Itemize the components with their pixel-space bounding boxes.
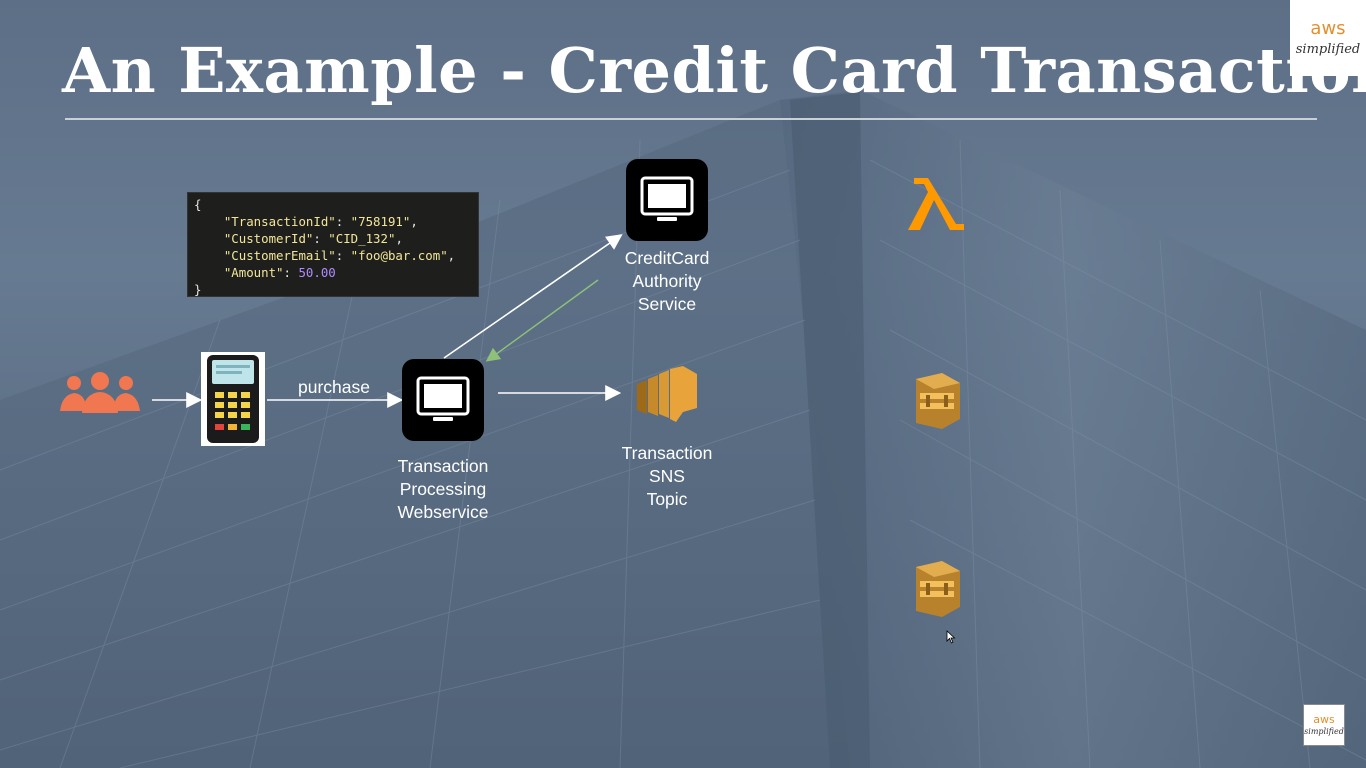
page-title: An Example - Credit Card Transactions <box>62 34 1366 107</box>
users-icon <box>60 372 140 413</box>
code-line-customer-email: "CustomerEmail": "foo@bar.com", <box>223 248 456 263</box>
code-line-amount: "Amount": 50.00 <box>223 265 336 280</box>
sns-label: Transaction SNS Topic <box>621 443 713 509</box>
sqs-queue-icon <box>916 373 960 429</box>
authority-label: CreditCard Authority Service <box>624 248 710 314</box>
logo-tagline: simplified <box>1295 42 1361 57</box>
logo-brand: aws <box>1310 18 1346 39</box>
aws-simplified-watermark: aws simplified <box>1303 704 1345 746</box>
lambda-icon <box>908 178 964 230</box>
sns-topic-icon <box>637 366 697 422</box>
code-line-transaction-id: "TransactionId": "758191", <box>223 214 418 229</box>
transaction-payload-code: { "TransactionId": "758191", "CustomerId… <box>188 193 478 297</box>
watermark-brand: aws <box>1313 713 1335 726</box>
code-line-customer-id: "CustomerId": "CID_132", <box>223 231 403 246</box>
authority-node <box>626 159 708 241</box>
code-open-brace: { <box>194 197 202 212</box>
card-terminal <box>201 352 265 446</box>
card-terminal-icon <box>207 355 259 443</box>
title-divider <box>65 118 1317 120</box>
monitor-icon <box>640 176 694 221</box>
watermark-tagline: simplified <box>1304 727 1344 736</box>
edge-label-purchase: purchase <box>298 377 370 397</box>
code-close-brace: } <box>194 282 202 297</box>
arrow-authority-response <box>485 279 599 362</box>
webservice-node <box>402 359 484 441</box>
sqs-queue-icon <box>916 561 960 617</box>
aws-simplified-logo: aws simplified <box>1290 0 1366 76</box>
monitor-icon <box>416 376 470 421</box>
arrow-webservice-to-authority <box>443 234 623 359</box>
webservice-label: Transaction Processing Webservice <box>397 456 489 522</box>
mouse-cursor-icon <box>946 630 956 644</box>
